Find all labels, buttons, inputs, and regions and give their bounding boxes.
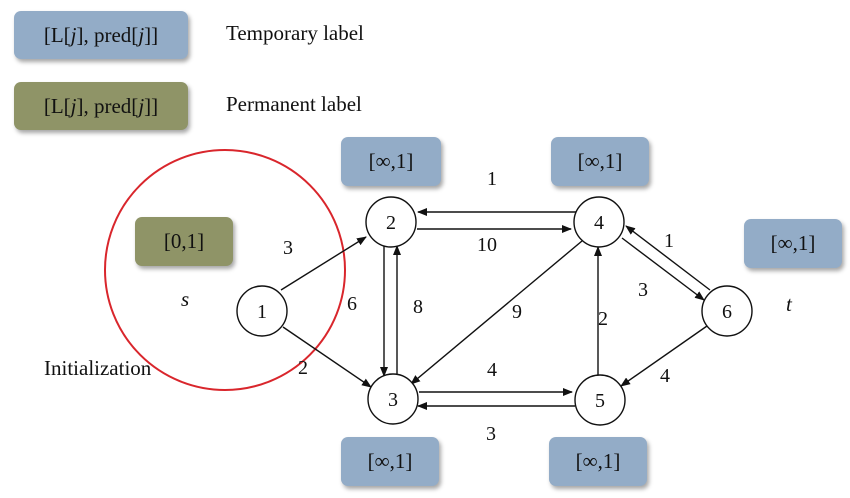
legend-temporary-text: Temporary label <box>226 21 364 45</box>
node-4-label: [∞,1] <box>551 137 649 186</box>
source-label: s <box>181 287 190 311</box>
edge-4-3 <box>410 240 583 385</box>
edge-6-4 <box>625 225 711 291</box>
node-6-number: 6 <box>722 301 732 323</box>
weight-6-5: 4 <box>660 365 670 387</box>
weight-4-6: 3 <box>638 279 648 301</box>
node-6: 6 <box>701 285 753 337</box>
node-1-label: [0,1] <box>135 217 233 266</box>
node-3-number: 3 <box>388 389 398 411</box>
edge-1-3 <box>282 326 372 388</box>
sink-label: t <box>786 292 792 316</box>
weight-3-2: 8 <box>413 296 423 318</box>
edge-6-5 <box>620 325 708 387</box>
weight-6-4: 1 <box>664 230 674 252</box>
legend-permanent-box: [L[j], pred[j]] <box>14 82 188 130</box>
weight-4-2: 1 <box>487 168 497 190</box>
weight-2-4: 10 <box>477 234 497 256</box>
node-1-number: 1 <box>257 301 267 323</box>
node-2-number: 2 <box>386 212 396 234</box>
weight-1-3: 2 <box>298 357 308 379</box>
highlight-circle <box>104 149 346 391</box>
legend-temporary-box-text: [L[j], pred[j]] <box>43 22 159 47</box>
node-1: 1 <box>236 285 288 337</box>
node-2: 2 <box>365 196 417 248</box>
initialization-text: Initialization <box>44 356 152 380</box>
legend-temporary-box: [L[j], pred[j]] <box>14 11 188 59</box>
legend-permanent-text: Permanent label <box>226 92 362 116</box>
weight-5-3: 3 <box>486 423 496 445</box>
weight-3-5: 4 <box>487 359 497 381</box>
node-5-number: 5 <box>595 390 605 412</box>
node-5: 5 <box>574 374 626 426</box>
weight-1-2: 3 <box>283 237 293 259</box>
node-3: 3 <box>367 373 419 425</box>
weight-5-4: 2 <box>598 308 608 330</box>
node-5-label: [∞,1] <box>549 437 647 486</box>
node-4: 4 <box>573 196 625 248</box>
legend-permanent-box-text: [L[j], pred[j]] <box>43 93 159 118</box>
node-3-label: [∞,1] <box>341 437 439 486</box>
node-6-label: [∞,1] <box>744 219 842 268</box>
weight-2-3: 6 <box>347 293 357 315</box>
weight-4-3: 9 <box>512 301 522 323</box>
edge-1-2 <box>280 236 367 291</box>
node-4-number: 4 <box>594 212 604 234</box>
edge-4-6 <box>621 237 705 301</box>
node-2-label: [∞,1] <box>341 137 441 186</box>
